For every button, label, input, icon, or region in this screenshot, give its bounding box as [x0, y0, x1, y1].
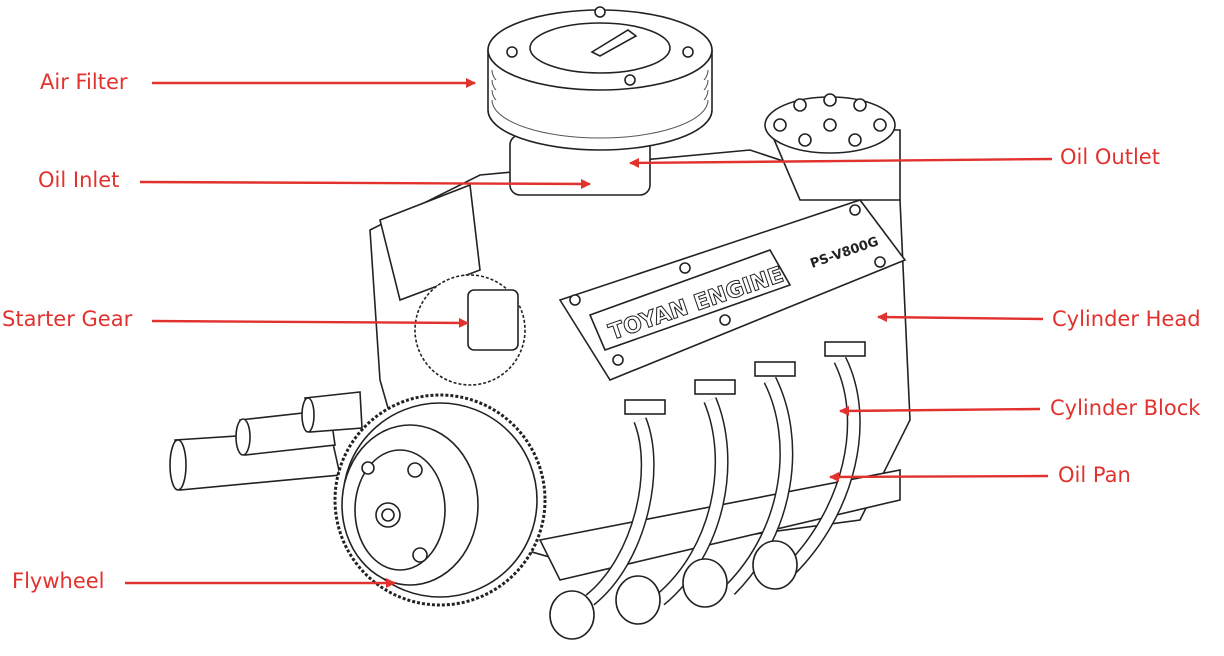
label-cylinder-head: Cylinder Head: [1052, 307, 1201, 331]
intake-pipes: [169, 391, 363, 491]
label-oil-pan: Oil Pan: [1058, 463, 1131, 487]
arrow-cylinder-block: [839, 405, 1041, 416]
arrow-starter-gear: [151, 317, 469, 328]
flywheel-shape: [333, 393, 547, 607]
label-cylinder-block: Cylinder Block: [1050, 396, 1201, 420]
label-flywheel: Flywheel: [12, 569, 105, 593]
arrow-oil-pan: [829, 471, 1049, 482]
label-oil-outlet: Oil Outlet: [1060, 145, 1160, 169]
valve-cover: TOYAN ENGINE PS-V800G: [558, 199, 907, 381]
arrow-oil-inlet: [139, 178, 591, 189]
label-starter-gear: Starter Gear: [2, 307, 133, 331]
starter-gear-shape: [414, 274, 526, 386]
distributor-shape: [764, 93, 901, 201]
arrow-oil-outlet: [629, 157, 1053, 168]
label-air-filter: Air Filter: [40, 70, 128, 94]
arrow-cylinder-head: [877, 312, 1044, 323]
exhaust-headers: [549, 341, 866, 640]
air-filter-shape: [487, 6, 713, 196]
label-oil-inlet: Oil Inlet: [38, 168, 120, 192]
